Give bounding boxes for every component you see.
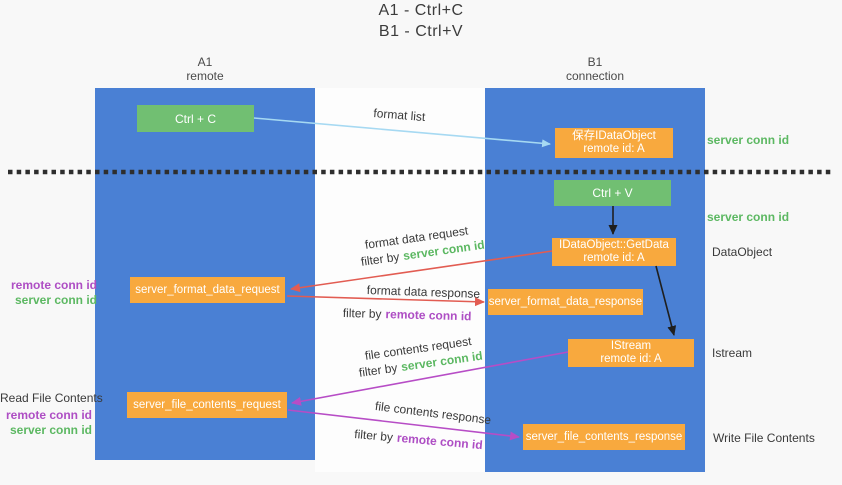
ctrl-v-label: Ctrl + V — [592, 186, 633, 200]
lane-b1-title: B1 — [587, 55, 603, 69]
remote-conn-id-label: remote conn id — [5, 408, 92, 422]
title-line-2: B1 - Ctrl+V — [378, 23, 464, 40]
istream-line2: remote id: A — [600, 353, 662, 365]
node-ctrl-v: Ctrl + V — [554, 180, 671, 206]
diagram-title: A1 - Ctrl+C B1 - Ctrl+V — [0, 0, 842, 42]
side-label-conn-ids-format: remote conn id server conn id — [0, 278, 97, 308]
filter-by-text: filter by — [342, 306, 382, 322]
lane-a1-subtitle: remote — [186, 69, 224, 83]
server-format-data-response-label: server_format_data_response — [488, 295, 643, 308]
lane-b1-subtitle: connection — [565, 69, 625, 83]
node-istream: IStream remote id: A — [568, 339, 694, 367]
ctrl-c-label: Ctrl + C — [174, 111, 216, 126]
istream-line1: IStream — [610, 340, 652, 352]
side-label-write-file-contents: Write File Contents — [713, 431, 815, 445]
node-server-file-contents-request: server_file_contents_request — [127, 392, 287, 418]
side-label-server-conn-id-mid: server conn id — [707, 210, 790, 224]
save-idataobject-line2: remote id: A — [583, 143, 645, 155]
side-label-server-conn-id-top: server conn id — [707, 133, 790, 147]
filter-remote-conn-id: remote conn id — [385, 307, 472, 324]
node-idataobject-getdata: IDataObject::GetData remote id: A — [552, 238, 676, 266]
lane-a1-title: A1 — [197, 55, 213, 69]
server-file-contents-request-label: server_file_contents_request — [133, 398, 281, 411]
node-ctrl-c: Ctrl + C — [137, 105, 254, 132]
lane-a1-header: A1 remote — [95, 55, 315, 83]
node-save-idataobject: 保存IDataObject remote id: A — [555, 128, 673, 158]
title-line-1: A1 - Ctrl+C — [378, 2, 464, 19]
server-conn-id-label: server conn id — [14, 293, 97, 307]
node-server-format-data-response: server_format_data_response — [488, 289, 643, 315]
lane-b1-header: B1 connection — [485, 55, 705, 83]
node-server-format-data-request: server_format_data_request — [130, 277, 285, 303]
getdata-line1: IDataObject::GetData — [559, 239, 669, 251]
node-server-file-contents-response: server_file_contents_response — [523, 424, 685, 450]
side-label-istream: Istream — [712, 346, 753, 360]
side-label-read-file-contents: Read File Contents — [0, 391, 103, 405]
getdata-line2: remote id: A — [583, 252, 645, 264]
server-format-data-request-label: server_format_data_request — [135, 283, 280, 296]
server-conn-id-label: server conn id — [9, 423, 92, 437]
save-idataobject-line1: 保存IDataObject — [572, 130, 656, 142]
server-file-contents-response-label: server_file_contents_response — [525, 430, 683, 443]
side-label-dataobject: DataObject — [712, 245, 773, 259]
remote-conn-id-label: remote conn id — [10, 278, 97, 292]
side-label-conn-ids-file: remote conn id server conn id — [0, 408, 92, 438]
